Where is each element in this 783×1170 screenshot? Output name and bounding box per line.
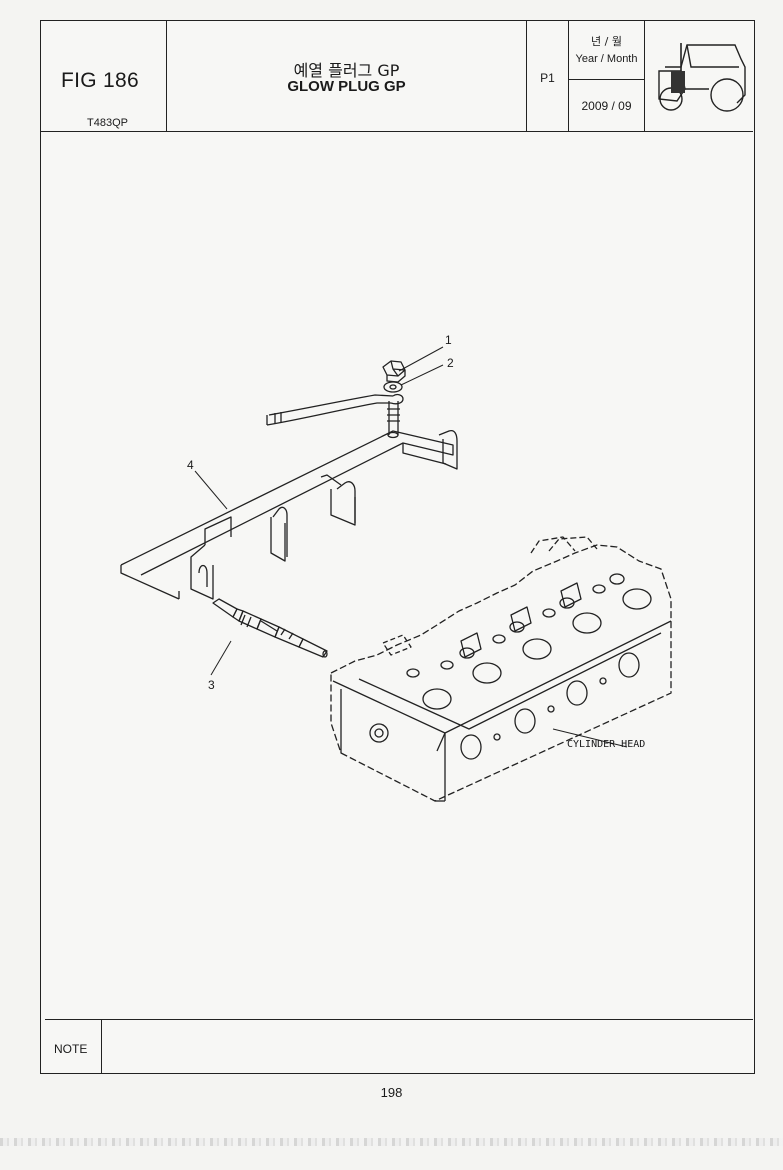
model-code: T483QP	[87, 117, 128, 129]
page-header: FIG 186 T483QP 예열 플러그 GP GLOW PLUG GP P1…	[41, 21, 753, 132]
exploded-parts-drawing: 1 2 3 4 CYLINDER HEAD	[120, 333, 672, 802]
glow-plug	[212, 598, 328, 658]
page-number: 198	[380, 1085, 403, 1100]
date-label-english: Year / Month	[575, 53, 638, 65]
callout-1: 1	[445, 333, 452, 347]
date-label-box: 년 / 월 Year / Month	[569, 21, 644, 80]
tractor-icon	[658, 43, 746, 112]
nut	[382, 360, 406, 383]
cylinder-head-label: CYLINDER HEAD	[567, 739, 645, 750]
glow-plug-lead-wire	[266, 393, 404, 426]
date-label-korean: 년 / 월	[591, 35, 622, 48]
date-cell: 년 / 월 Year / Month 2009 / 09	[569, 21, 645, 131]
note-row: NOTE	[45, 1019, 753, 1073]
callout-2: 2	[447, 356, 454, 370]
fig-cell: FIG 186 T483QP	[41, 21, 167, 131]
title-cell: 예열 플러그 GP GLOW PLUG GP	[167, 21, 527, 131]
page-label: P1	[540, 71, 555, 85]
title-english: GLOW PLUG GP	[287, 78, 406, 95]
fig-number: FIG 186	[61, 69, 139, 92]
date-value: 2009 / 09	[581, 99, 632, 113]
callout-leaders	[194, 346, 628, 748]
note-label: NOTE	[54, 1042, 88, 1056]
note-label-box: NOTE	[45, 1020, 102, 1073]
glow-plug-bus-bar	[120, 429, 458, 600]
washer	[383, 381, 403, 393]
callout-4: 4	[187, 458, 194, 472]
stud	[387, 401, 400, 439]
icon-cell	[645, 21, 753, 131]
page-cell: P1	[527, 21, 569, 131]
cylinder-head	[330, 536, 672, 802]
callout-3: 3	[208, 678, 215, 692]
title-korean: 예열 플러그 GP	[293, 61, 400, 80]
scan-artifact-strip	[0, 1138, 783, 1146]
page-frame: FIG 186 T483QP 예열 플러그 GP GLOW PLUG GP P1…	[40, 20, 755, 1074]
